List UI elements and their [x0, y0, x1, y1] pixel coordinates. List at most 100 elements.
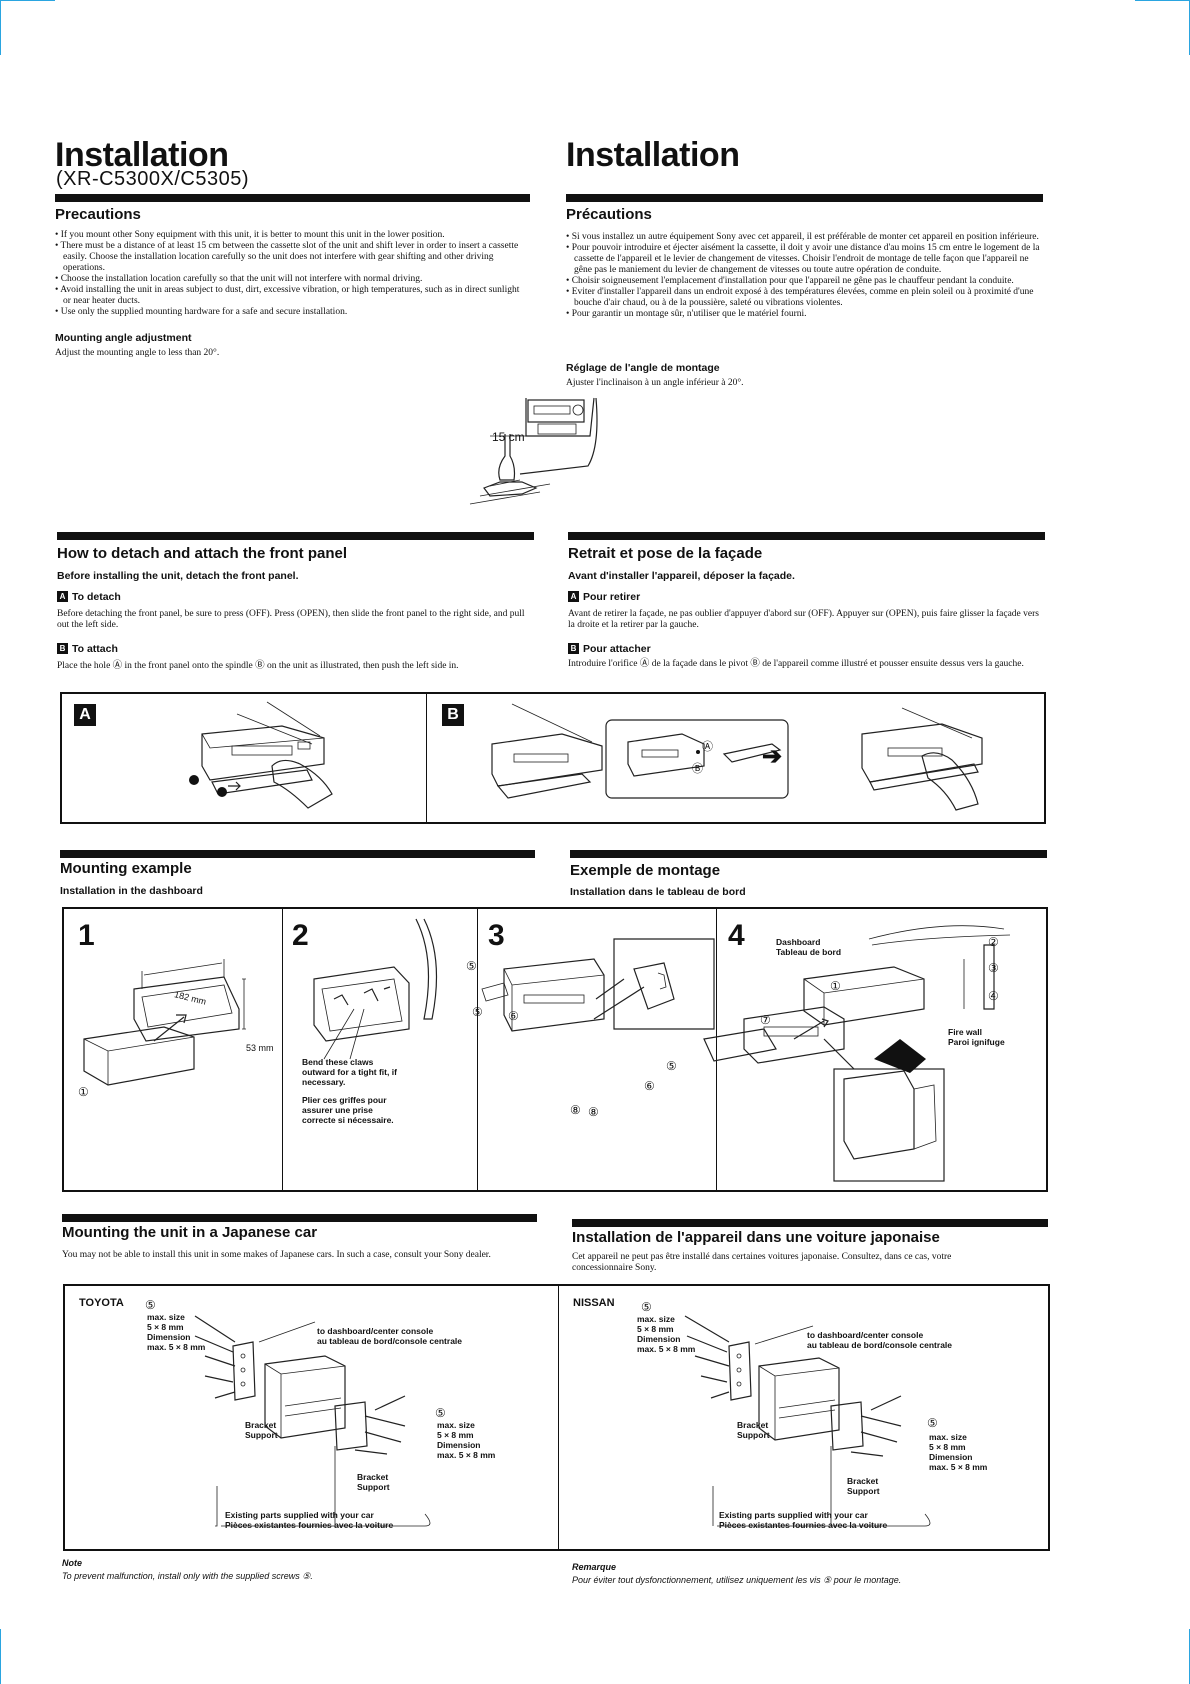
precautions-heading-fr: Précautions: [566, 206, 652, 223]
callout-5: ⑤: [145, 1298, 156, 1312]
callout-a: Ⓐ: [702, 741, 713, 753]
detach-heading-fr: A Pour retirer: [568, 591, 640, 603]
list-item: Pour pouvoir introduire et éjecter aisém…: [566, 243, 1044, 276]
front-panel-drawings: [189, 701, 983, 811]
bracket-label: Bracket Support: [357, 1472, 390, 1492]
figure-divider: [426, 694, 427, 822]
precautions-list-fr: Si vous installez un autre équipement So…: [566, 232, 1044, 320]
mounting-sub-fr: Installation dans le tableau de bord: [570, 886, 746, 898]
arrow-right-icon: ➔: [762, 743, 783, 770]
section-bar: [60, 850, 535, 858]
japanese-text-fr: Cet appareil ne peut pas être installé d…: [572, 1252, 952, 1273]
callout-5: ⑤: [466, 959, 477, 973]
detach-text-fr: Avant de retirer la façade, ne pas oubli…: [568, 609, 1039, 630]
panel-heading-fr: Retrait et pose de la façade: [568, 545, 763, 562]
list-item: If you mount other Sony equipment with t…: [55, 230, 525, 241]
detach-title: Pour retirer: [583, 591, 641, 603]
mounting-heading-fr: Exemple de montage: [570, 862, 721, 879]
callout-3: ③: [988, 961, 999, 975]
shift-lever-illustration: 15 cm: [460, 396, 610, 506]
callout-8: ⑧: [588, 1105, 599, 1119]
existing-parts-label: Existing parts supplied with your car Pi…: [719, 1510, 888, 1530]
screw-size-label: max. size 5 × 8 mm Dimension max. 5 × 8 …: [437, 1420, 496, 1460]
attach-title: Pour attacher: [583, 643, 651, 655]
japanese-text-en: You may not be able to install this unit…: [62, 1250, 491, 1260]
section-bar: [570, 850, 1047, 858]
screw-size-label: max. size 5 × 8 mm Dimension max. 5 × 8 …: [637, 1314, 696, 1354]
figure-divider: [282, 909, 283, 1190]
callout-8: ⑧: [570, 1103, 581, 1117]
list-item: Avoid installing the unit in areas subje…: [55, 285, 525, 307]
section-bar: [566, 194, 1043, 202]
section-bar: [568, 532, 1045, 540]
crop-mark: [0, 1629, 1, 1684]
precautions-heading-en: Precautions: [55, 206, 141, 223]
mounting-heading-en: Mounting example: [60, 860, 192, 877]
figure-divider: [558, 1286, 559, 1549]
list-item: Use only the supplied mounting hardware …: [55, 307, 525, 318]
claws-label-fr: Plier ces griffes pour assurer une prise…: [302, 1095, 394, 1125]
mounting-figure: 1 2 3 4: [62, 907, 1048, 1192]
note-text-fr: Pour éviter tout dysfonctionnement, util…: [572, 1575, 902, 1585]
detach-title: To detach: [72, 591, 121, 603]
step-number-2: 2: [292, 919, 309, 952]
nissan-label: NISSAN: [573, 1297, 615, 1309]
angle-text-en: Adjust the mounting angle to less than 2…: [55, 348, 220, 358]
detach-text-en: Before detaching the front panel, be sur…: [57, 609, 525, 630]
step-tag: A: [57, 591, 68, 602]
note-title-fr: Remarque: [572, 1562, 617, 1572]
angle-heading-fr: Réglage de l'angle de montage: [566, 362, 720, 374]
callout-5: ⑤: [472, 1005, 483, 1019]
bracket-drawings: [194, 1315, 931, 1527]
section-bar: [55, 194, 530, 202]
list-item: Pour garantir un montage sûr, n'utiliser…: [566, 309, 1044, 320]
callout-4: ④: [988, 989, 999, 1003]
callout-1: ①: [830, 979, 841, 993]
panel-before-en: Before installing the unit, detach the f…: [57, 570, 299, 582]
attach-text-en: Place the hole Ⓐ in the front panel onto…: [57, 661, 459, 671]
callout-2: ②: [988, 935, 999, 949]
callout-5: ⑤: [641, 1300, 652, 1314]
step-number-3: 3: [488, 919, 505, 952]
screw-size-label: max. size 5 × 8 mm Dimension max. 5 × 8 …: [147, 1312, 206, 1352]
callout-6: ⑥: [508, 1009, 519, 1023]
japanese-car-figure: TOYOTA ⑤ max. size 5 × 8 mm Dimension ma…: [63, 1284, 1050, 1551]
list-item: Choisir soigneusement l'emplacement d'in…: [566, 276, 1044, 287]
step-tag: A: [568, 591, 579, 602]
crop-mark: [0, 0, 1, 55]
distance-label: 15 cm: [492, 430, 525, 444]
list-item: Eviter d'installer l'appareil dans un en…: [566, 287, 1044, 309]
page-title-en: Installation: [55, 136, 229, 174]
figure-divider: [477, 909, 478, 1190]
step-number-1: 1: [78, 919, 95, 952]
front-panel-figure: A B ➔ Ⓐ Ⓑ: [60, 692, 1046, 824]
callout-7: ⑦: [760, 1013, 771, 1027]
console-label: to dashboard/center console au tableau d…: [807, 1330, 953, 1350]
attach-title: To attach: [72, 643, 118, 655]
note-text-en: To prevent malfunction, install only wit…: [62, 1571, 313, 1581]
mounting-sub-en: Installation in the dashboard: [60, 885, 203, 897]
dashboard-label: Dashboard Tableau de bord: [776, 937, 842, 957]
crop-mark: [0, 0, 55, 1]
figure-divider: [716, 909, 717, 1190]
step-tag: B: [568, 643, 579, 654]
list-item: Choose the installation location careful…: [55, 274, 525, 285]
note-title-en: Note: [62, 1558, 82, 1568]
angle-text-fr: Ajuster l'inclinaison à un angle inférie…: [566, 378, 744, 388]
panel-before-fr: Avant d'installer l'appareil, déposer la…: [568, 570, 795, 582]
toyota-label: TOYOTA: [79, 1297, 124, 1309]
callout-5: ⑤: [927, 1416, 938, 1430]
crop-mark: [1135, 0, 1190, 1]
section-bar: [572, 1219, 1048, 1227]
callout-5: ⑤: [435, 1406, 446, 1420]
detach-heading-en: A To detach: [57, 591, 121, 603]
page-title-fr: Installation: [566, 136, 740, 174]
japanese-heading-en: Mounting the unit in a Japanese car: [62, 1224, 318, 1241]
existing-parts-label: Existing parts supplied with your car Pi…: [225, 1510, 394, 1530]
list-item: Si vous installez un autre équipement So…: [566, 232, 1044, 243]
precautions-list-en: If you mount other Sony equipment with t…: [55, 230, 525, 318]
model-number: (XR-C5300X/C5305): [56, 168, 250, 190]
panel-heading-en: How to detach and attach the front panel: [57, 545, 348, 562]
attach-text-fr: Introduire l'orifice Ⓐ de la façade dans…: [568, 659, 1024, 669]
